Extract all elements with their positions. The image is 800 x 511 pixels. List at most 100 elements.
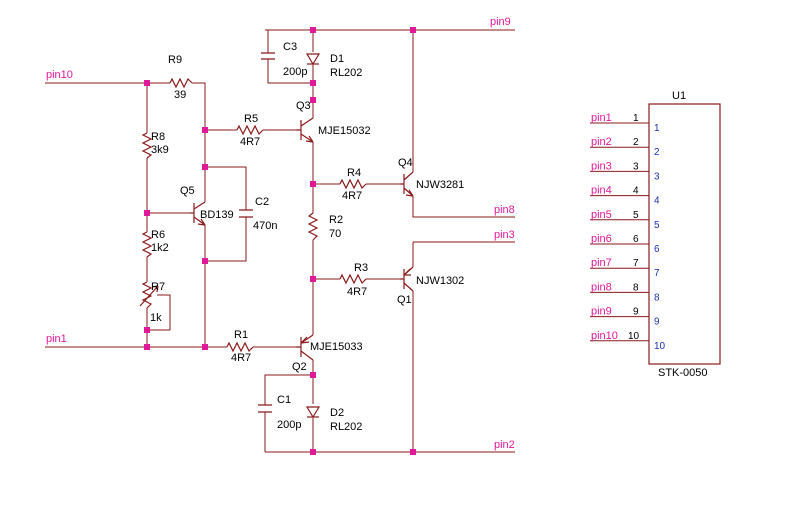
ic-pin-inner-number: 10: [654, 341, 666, 352]
ic-pin-number: 10: [628, 331, 640, 342]
junction-dot: [144, 80, 150, 86]
net-label-pin10: pin10: [46, 69, 73, 81]
r6-value: 1k2: [151, 242, 169, 254]
ic-pin-inner-number: 5: [654, 220, 660, 231]
ic-pin: pin10 10 10: [590, 330, 666, 352]
resistor-r4: R4 4R7: [339, 167, 367, 202]
transistor-q4: Q4 NJW3281: [398, 157, 464, 197]
junction-dot: [310, 372, 316, 378]
ic-pin-number: 3: [633, 161, 639, 172]
ic-pin-net-label: pin9: [591, 306, 612, 318]
capacitor-c1: C1 200p: [258, 394, 301, 431]
wire: [267, 59, 313, 84]
junction-dot: [144, 327, 150, 333]
resistor-r7: R7 1k: [139, 281, 165, 324]
ic-name: STK-0050: [658, 367, 708, 379]
d1-ref: D1: [330, 53, 344, 65]
resistor-r8: R8 3k9: [141, 131, 169, 159]
transistor-q2: Q2 MJE15033: [292, 334, 363, 373]
junction-dot: [310, 27, 316, 33]
r6-ref: R6: [151, 229, 165, 241]
r2-ref: R2: [329, 214, 343, 226]
ic-pin: pin9 9 9: [590, 306, 660, 328]
ic-pin-net-label: pin10: [591, 330, 618, 342]
c2-ref: C2: [255, 196, 269, 208]
r7-ref: R7: [151, 281, 165, 293]
q3-ref: Q3: [296, 100, 311, 112]
ic-pin-number: 4: [633, 186, 639, 197]
r8-ref: R8: [151, 131, 165, 143]
c2-value: 470n: [253, 220, 277, 232]
ic-pin-inner-number: 2: [654, 147, 660, 158]
junction-dot: [310, 276, 316, 282]
q1-ref: Q1: [397, 294, 412, 306]
r1-value: 4R7: [231, 352, 251, 364]
c1-value: 200p: [277, 419, 301, 431]
wire: [192, 82, 206, 127]
wire: [205, 166, 247, 210]
ic-pin-inner-number: 7: [654, 268, 660, 279]
resistor-r1: R1 4R7: [226, 329, 254, 364]
ic-pin-inner-number: 1: [654, 123, 660, 134]
r4-ref: R4: [347, 167, 361, 179]
junctions: [144, 27, 416, 455]
net-label-pin8: pin8: [494, 204, 515, 216]
junction-dot: [202, 344, 208, 350]
resistor-r5: R5 4R7: [236, 113, 264, 148]
ic-pin-inner-number: 9: [654, 317, 660, 328]
ic-pin-inner-number: 4: [654, 196, 660, 207]
resistor-r2: R2 70: [307, 212, 343, 241]
ic-pin: pin6 6 6: [590, 233, 660, 255]
d1-value: RL202: [330, 67, 362, 79]
net-label-pin2: pin2: [494, 439, 515, 451]
ic-pin-number: 5: [633, 210, 639, 221]
junction-dot: [144, 210, 150, 216]
transistor-q5: Q5 BD139: [180, 185, 234, 226]
q5-value: BD139: [200, 209, 234, 221]
capacitor-c2: C2 470n: [239, 196, 277, 232]
r8-value: 3k9: [151, 144, 169, 156]
q2-value: MJE15033: [310, 341, 363, 353]
d2-value: RL202: [330, 421, 362, 433]
ic-pin-net-label: pin6: [591, 233, 612, 245]
r3-ref: R3: [354, 262, 368, 274]
q2-ref: Q2: [292, 361, 307, 373]
junction-dot: [202, 127, 208, 133]
ic-pin-number: 7: [633, 258, 639, 269]
c3-ref: C3: [283, 41, 297, 53]
junction-dot: [410, 449, 416, 455]
c3-value: 200p: [283, 66, 307, 78]
resistor-r6: R6 1k2: [141, 229, 169, 258]
transistor-q3: Q3 MJE15032: [296, 100, 371, 143]
q4-value: NJW3281: [416, 179, 464, 191]
diode-d1: D1 RL202: [305, 53, 362, 79]
net-label-pin9: pin9: [490, 16, 511, 28]
q5-ref: Q5: [180, 185, 195, 197]
junction-dot: [410, 27, 416, 33]
junction-dot: [144, 344, 150, 350]
wires: [45, 29, 515, 453]
ic-pin-inner-number: 6: [654, 244, 660, 255]
ic-pin-net-label: pin4: [591, 185, 612, 197]
ic-pin-number: 1: [633, 113, 639, 124]
junction-dot: [310, 181, 316, 187]
resistor-r9: R9 39: [168, 54, 193, 101]
ic-pin-number: 9: [633, 307, 639, 318]
r1-ref: R1: [234, 329, 248, 341]
junction-dot: [310, 97, 316, 103]
r7-value: 1k: [150, 312, 162, 324]
d2-ref: D2: [330, 407, 344, 419]
q4-ref: Q4: [398, 157, 413, 169]
ic-pin-number: 6: [633, 234, 639, 245]
r5-ref: R5: [244, 113, 258, 125]
ic-pin-net-label: pin3: [591, 160, 612, 172]
r3-value: 4R7: [347, 286, 367, 298]
ic-pin-number: 8: [633, 282, 639, 293]
